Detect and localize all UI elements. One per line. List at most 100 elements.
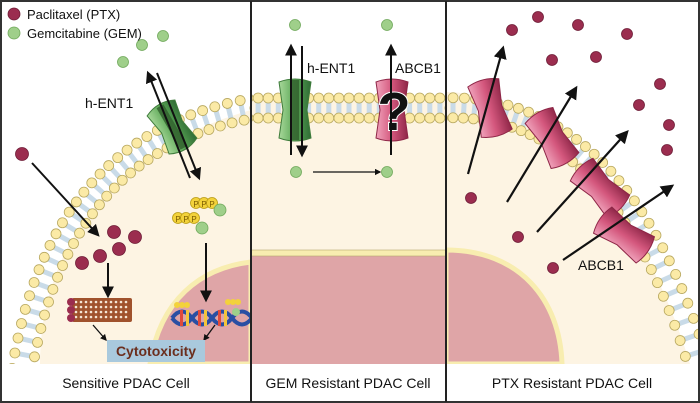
lipid-head: [447, 112, 459, 124]
gem-triphosphate-2: P P P: [172, 212, 209, 235]
microtubule-subunit: [109, 300, 113, 304]
lipid-head: [669, 319, 681, 331]
microtubule-subunit: [84, 315, 88, 319]
abcb1-label: ABCB1: [578, 257, 624, 273]
lipid-head: [38, 251, 50, 263]
microtubule-subunit: [89, 310, 93, 314]
microtubule-subunit: [104, 315, 108, 319]
microtubule-subunit: [94, 305, 98, 309]
lipid-head: [108, 182, 120, 194]
legend: Paclitaxel (PTX) Gemcitabine (GEM): [7, 7, 142, 41]
lipid-head: [674, 335, 686, 346]
ptx-molecule: [506, 24, 518, 36]
ptx-molecule: [112, 242, 126, 256]
lipid-head: [57, 260, 68, 271]
microtubule-subunit: [114, 300, 118, 304]
microtubule-subunit: [74, 315, 78, 319]
lipid-head: [353, 112, 365, 124]
lipid-head: [262, 112, 274, 124]
abcb1-transporter: [524, 106, 580, 170]
gem-molecule: [290, 166, 302, 178]
cytotoxicity-label: Cytotoxicity: [116, 343, 196, 359]
abcb1-transporter: [467, 78, 513, 138]
ptx-efflux-arrow: [536, 130, 629, 233]
lipid-head: [663, 305, 675, 316]
svg-text:P: P: [183, 215, 188, 224]
microtubule-subunit: [114, 310, 118, 314]
microtubule-subunit: [89, 300, 93, 304]
lipid-head: [197, 105, 209, 116]
paclitaxel-molecule-icon: [7, 7, 21, 21]
legend-label-ptx: Paclitaxel (PTX): [27, 7, 120, 22]
svg-text:P: P: [191, 215, 196, 224]
microtubule-subunit: [119, 310, 123, 314]
lipid-head: [333, 112, 345, 124]
lipid-head: [252, 112, 264, 124]
lipid-head: [142, 154, 154, 165]
hent1-transporter: [278, 78, 312, 142]
lipid-head: [74, 227, 85, 239]
lipid-head: [44, 239, 56, 251]
lipid-head: [343, 112, 355, 124]
ptx-molecule: [93, 249, 107, 263]
lipid-head: [121, 144, 133, 156]
abcb1-transporter: [592, 206, 656, 264]
lipid-head: [87, 208, 98, 220]
microtubule-to-cytotoxicity-arrow: [92, 324, 107, 341]
lipid-head: [50, 228, 62, 240]
microtubule-subunit: [124, 310, 128, 314]
lipid-head: [8, 362, 16, 364]
lipid-head: [19, 304, 31, 315]
lipid-head: [94, 168, 106, 180]
lipid-head: [234, 95, 246, 106]
ptx-molecule: [621, 28, 633, 40]
microtubule-subunit: [79, 310, 83, 314]
lipid-head: [657, 290, 669, 302]
lipid-head: [670, 269, 682, 280]
lipid-head: [434, 92, 446, 104]
lipid-head: [645, 264, 657, 275]
lipid-head: [679, 351, 691, 362]
lipid-head: [116, 174, 128, 186]
lipid-head: [688, 312, 698, 324]
ptx-molecule: [633, 99, 645, 111]
svg-text:P: P: [193, 200, 198, 209]
lipid-head: [424, 112, 436, 124]
microtubule-subunit: [104, 305, 108, 309]
microtubule-subunit: [74, 300, 78, 304]
microtubule-subunit: [74, 310, 78, 314]
dna-to-cytotoxicity-arrow: [203, 324, 216, 342]
lipid-head: [512, 102, 524, 114]
legend-label-gem: Gemcitabine (GEM): [27, 26, 142, 41]
microtubule-subunit: [114, 315, 118, 319]
lipid-head: [94, 199, 105, 211]
lipid-head: [414, 112, 426, 124]
microtubule-subunit: [109, 305, 113, 309]
microtubule-subunit: [119, 305, 123, 309]
nucleus: [251, 255, 446, 364]
lipid-head: [313, 92, 325, 104]
ptx-molecule: [75, 256, 89, 270]
lipid-head: [33, 264, 45, 276]
lipid-head: [43, 296, 54, 308]
lipid-head: [628, 195, 640, 207]
lipid-head: [185, 109, 197, 121]
lipid-head: [12, 332, 24, 344]
microtubule-subunit: [119, 300, 123, 304]
lipid-head: [657, 242, 669, 254]
ptx-efflux-arrows: [466, 45, 675, 261]
lipid-head: [682, 297, 694, 309]
lipid-head: [343, 92, 355, 104]
gem-influx-arrow: [156, 72, 202, 181]
legend-item-ptx: Paclitaxel (PTX): [7, 7, 120, 22]
hent1-label: h-ENT1: [307, 60, 355, 76]
microtubule-subunit: [119, 315, 123, 319]
lipid-head: [125, 167, 136, 179]
lipid-head: [333, 92, 345, 104]
ptx-molecule: [107, 225, 121, 239]
microtubule-subunit: [79, 305, 83, 309]
ptx-efflux-arrow: [562, 184, 675, 261]
cytotoxicity-box: [107, 340, 205, 362]
microtubule-subunit: [94, 315, 98, 319]
